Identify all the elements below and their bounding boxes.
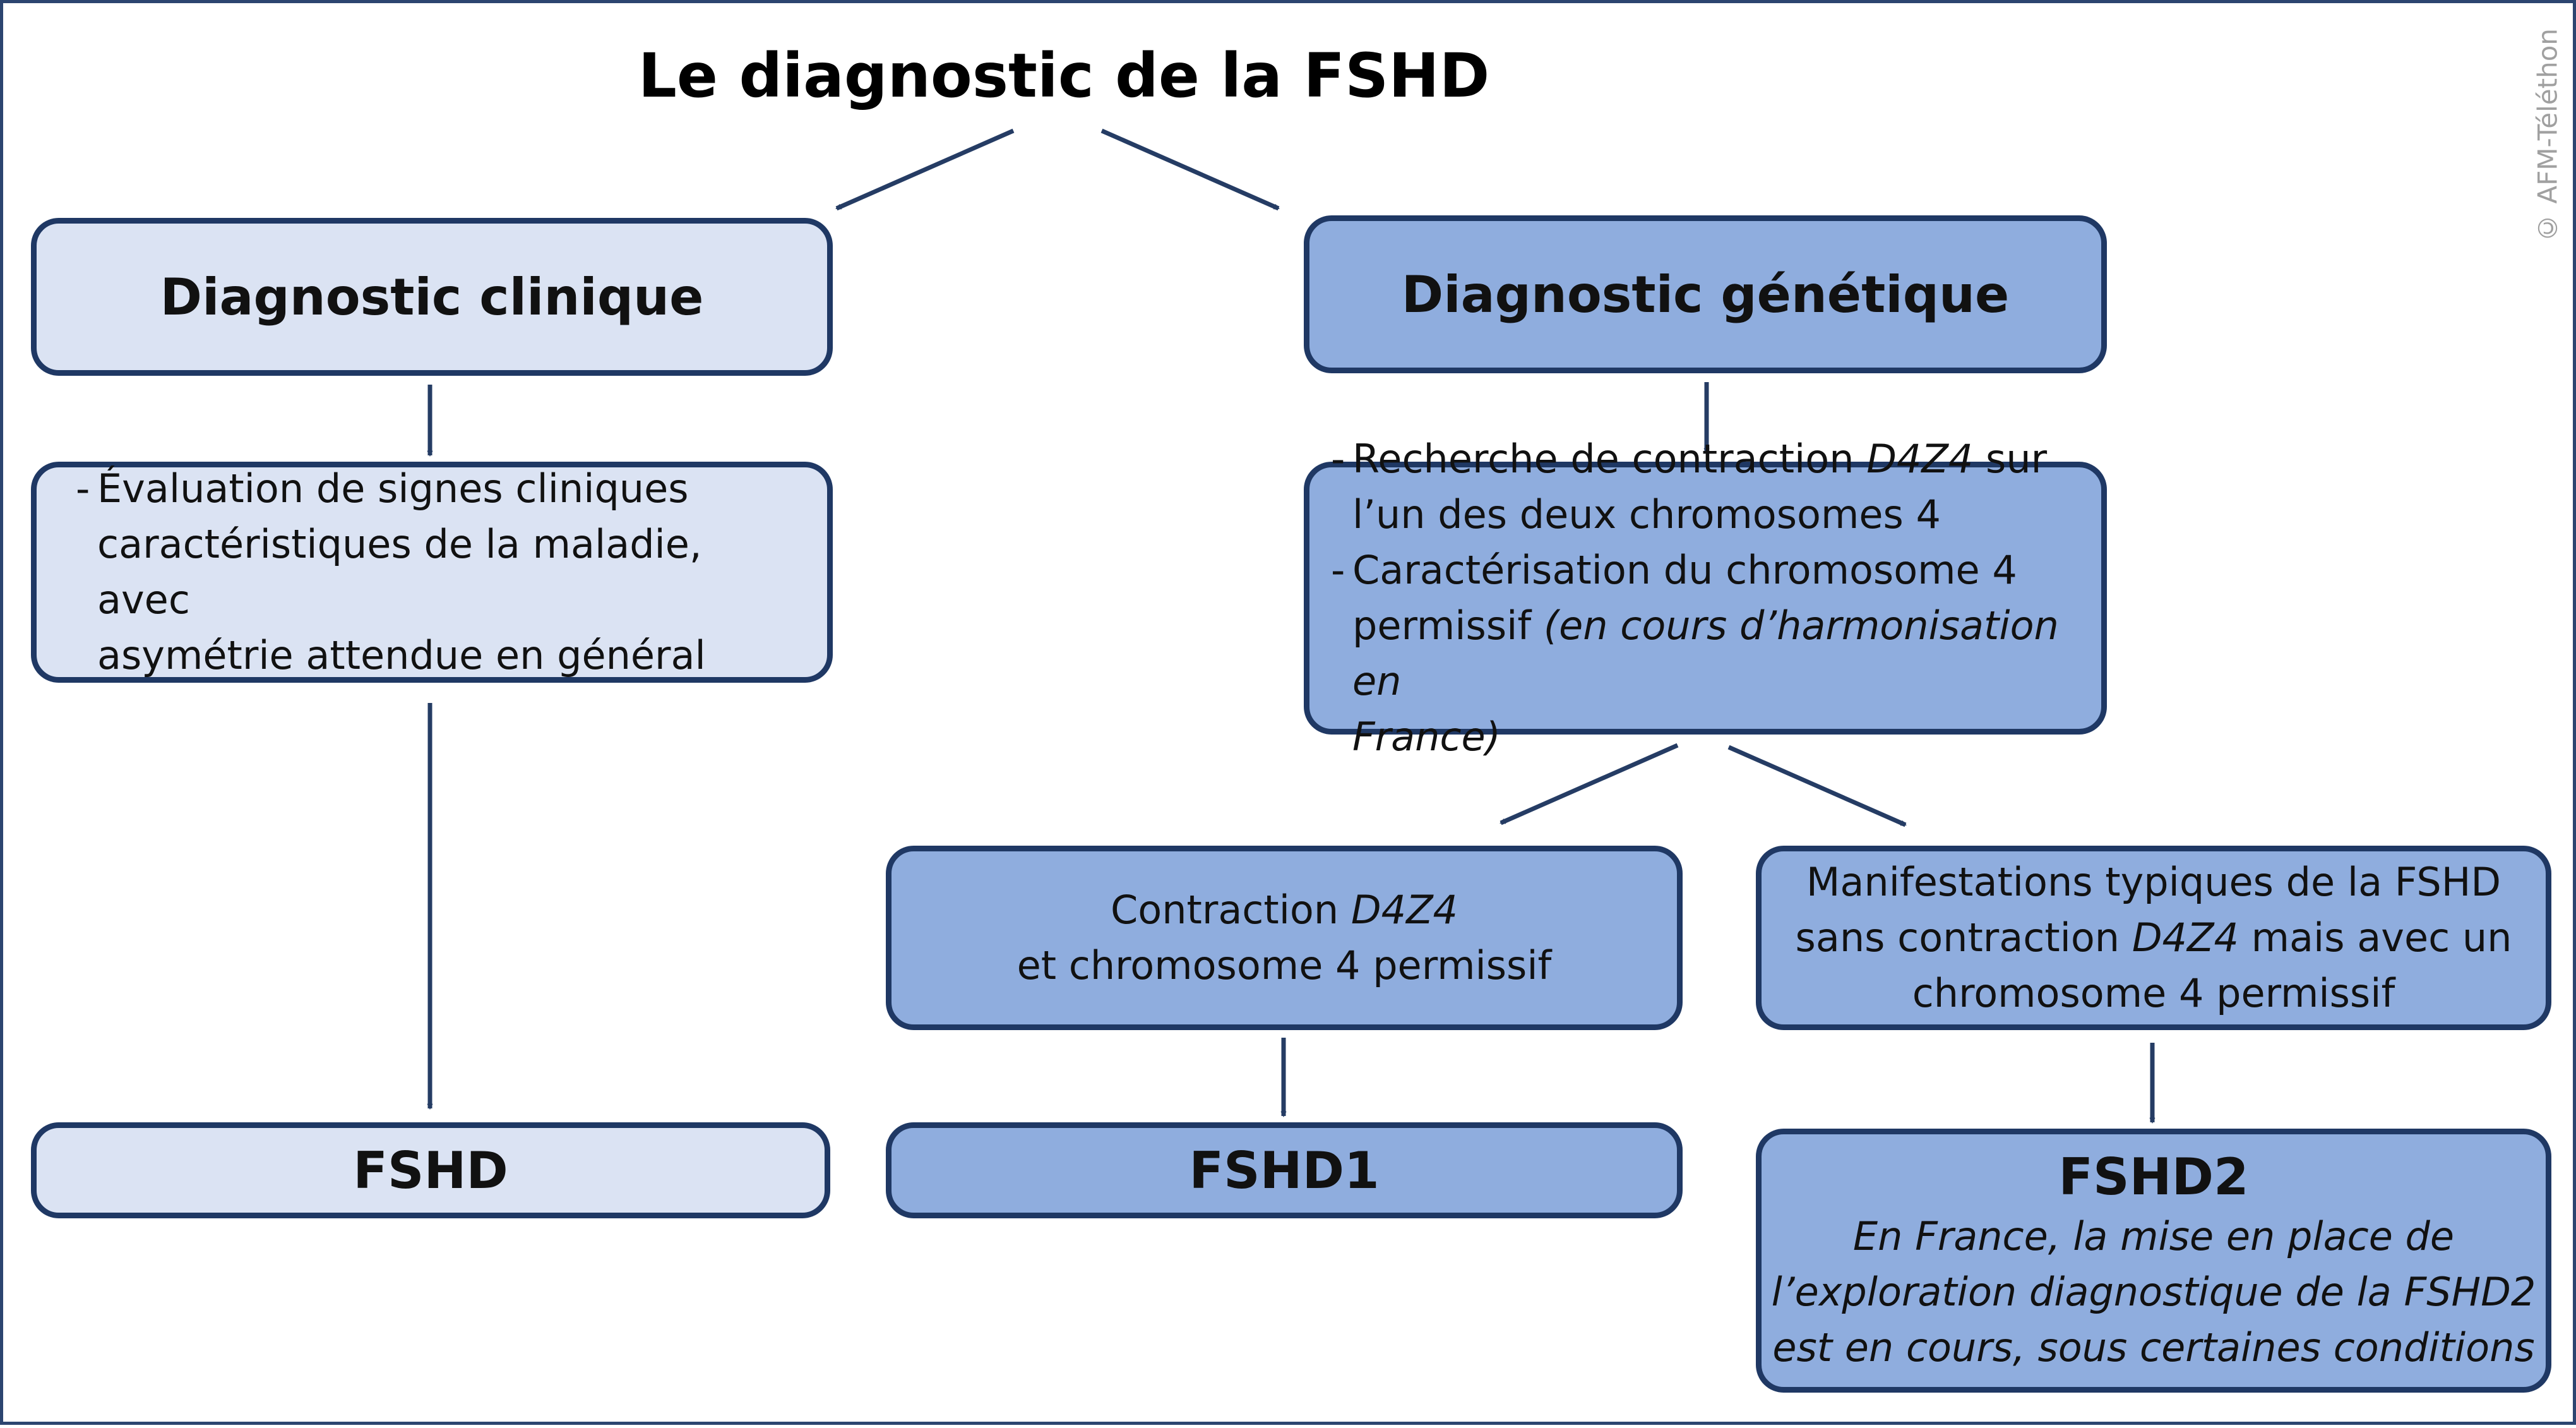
text-segment: permissif [1352, 603, 1544, 649]
connector-arrows [427, 128, 2156, 1124]
branch2-line: chromosome 4 permissif [1912, 970, 2395, 1016]
genetic-detail-bullet-1: - Recherche de contraction D4Z4 sur l’un… [1331, 431, 2082, 543]
text-segment: mais avec un [2238, 915, 2512, 961]
genetic-diagnosis-label: Diagnostic génétique [1401, 265, 2010, 324]
genetic-detail-line: France) [1352, 714, 1501, 760]
fshd-result-box: FSHD [31, 1122, 830, 1218]
gene-name: D4Z4 [2132, 915, 2239, 961]
fshd2-result-box: FSHD2 En France, la mise en place de l’e… [1756, 1129, 2551, 1393]
fshd-result-label: FSHD [353, 1141, 508, 1200]
branch1-line: et chromosome 4 permissif [1017, 942, 1552, 988]
genetic-detail-line: l’un des deux chromosomes 4 [1352, 491, 1941, 537]
gene-name: D4Z4 [1351, 887, 1458, 933]
copyright-note: © AFM-Téléthon [2532, 28, 2563, 244]
genetic-detail-line: Caractérisation du chromosome 4 [1352, 547, 2017, 593]
branch2-line: sans contraction D4Z4 mais avec un [1796, 910, 2512, 966]
genetic-detail-text-1: Recherche de contraction D4Z4 sur l’un d… [1352, 431, 2047, 543]
clinical-detail-line: caractéristiques de la maladie, avec [97, 521, 702, 623]
bullet-dash: - [1331, 547, 1345, 593]
fshd2-note-line: l’exploration diagnostique de la FSHD2 [1771, 1269, 2536, 1315]
genetic-detail-line: permissif (en cours d’harmonisation en [1352, 598, 2082, 709]
genetic-detail-text-2: Caractérisation du chromosome 4 permissi… [1352, 543, 2082, 765]
fshd1-result-label: FSHD1 [1189, 1141, 1380, 1200]
clinical-detail-line: Évaluation de signes cliniques [97, 465, 689, 512]
arrow-title-to-clinical [835, 128, 1015, 211]
typical-manifestations-box: Manifestations typiques de la FSHD sans … [1756, 846, 2551, 1030]
text-segment: Contraction [1111, 887, 1351, 933]
clinical-diagnosis-label: Diagnostic clinique [160, 267, 704, 327]
clinical-detail-line: asymétrie attendue en général [97, 632, 706, 678]
genetic-diagnosis-box: Diagnostic génétique [1304, 215, 2107, 373]
clinical-diagnosis-box: Diagnostic clinique [31, 218, 833, 376]
clinical-detail-box: - Évaluation de signes cliniques caracté… [31, 462, 833, 683]
gene-name: D4Z4 [1866, 436, 1974, 482]
text-segment: sur [1973, 436, 2048, 482]
fshd2-note-line: En France, la mise en place de [1852, 1213, 2455, 1259]
fshd2-result-label: FSHD2 [2058, 1148, 2249, 1206]
branch1-line: Contraction D4Z4 [1111, 882, 1458, 938]
bullet-dash: - [76, 465, 90, 512]
text-segment: sans contraction [1795, 915, 2132, 961]
arrow-title-to-genetic [1100, 128, 1280, 211]
bullet-dash: - [1331, 436, 1345, 482]
arrow-genetic-to-branch1 [1500, 743, 1679, 825]
contraction-branch-box: Contraction D4Z4 et chromosome 4 permiss… [886, 846, 1683, 1030]
genetic-detail-box: - Recherche de contraction D4Z4 sur l’un… [1304, 436, 2107, 760]
branch2-line: Manifestations typiques de la FSHD [1806, 859, 2501, 905]
genetic-detail-bullet-2: - Caractérisation du chromosome 4 permis… [1331, 543, 2082, 765]
harmonisation-note: (en cours d’harmonisation en [1352, 603, 2059, 704]
arrow-genetic-to-branch2 [1727, 745, 1907, 827]
diagram-title: Le diagnostic de la FSHD [638, 40, 1490, 111]
clinical-detail-text: Évaluation de signes cliniques caractéri… [97, 461, 789, 683]
clinical-detail-bullet: - Évaluation de signes cliniques caracté… [76, 461, 789, 683]
fshd2-note-line: est en cours, sous certaines conditions [1772, 1324, 2535, 1371]
fshd1-result-box: FSHD1 [886, 1122, 1683, 1218]
genetic-detail-line: Recherche de contraction D4Z4 sur [1352, 431, 2047, 487]
text-segment: Recherche de contraction [1352, 436, 1867, 482]
